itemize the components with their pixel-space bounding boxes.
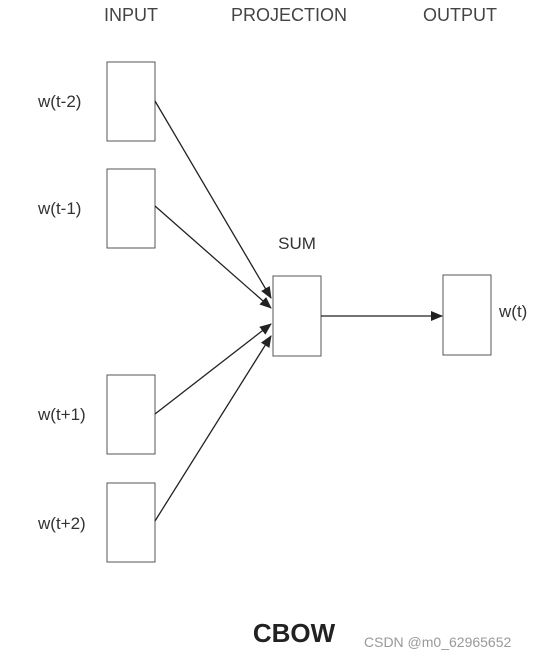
- output-label: w(t): [499, 302, 528, 321]
- output-header: OUTPUT: [423, 5, 497, 25]
- output-box: [442, 274, 492, 356]
- arrow-t-minus-1: [154, 205, 272, 309]
- input-box-t-minus-2: [106, 61, 156, 142]
- projection-header: PROJECTION: [230, 5, 348, 25]
- watermark: CSDN @m0_62965652: [364, 634, 512, 650]
- projection-box: [272, 275, 322, 357]
- input-box-t-plus-2: [106, 482, 156, 563]
- input-label-t-plus-2: w(t+2): [38, 514, 86, 533]
- arrow-t-plus-1: [154, 323, 272, 415]
- diagram-title: CBOW: [252, 618, 336, 648]
- input-label-t-plus-1: w(t+1): [38, 405, 86, 424]
- projection-label: SUM: [278, 234, 316, 253]
- arrow-t-plus-2: [154, 335, 272, 522]
- arrow-t-minus-2: [154, 100, 272, 299]
- input-header: INPUT: [104, 5, 158, 25]
- input-box-t-minus-1: [106, 168, 156, 249]
- input-label-t-minus-2: w(t-2): [38, 92, 82, 111]
- input-label-t-minus-1: w(t-1): [38, 199, 82, 218]
- input-box-t-plus-1: [106, 374, 156, 455]
